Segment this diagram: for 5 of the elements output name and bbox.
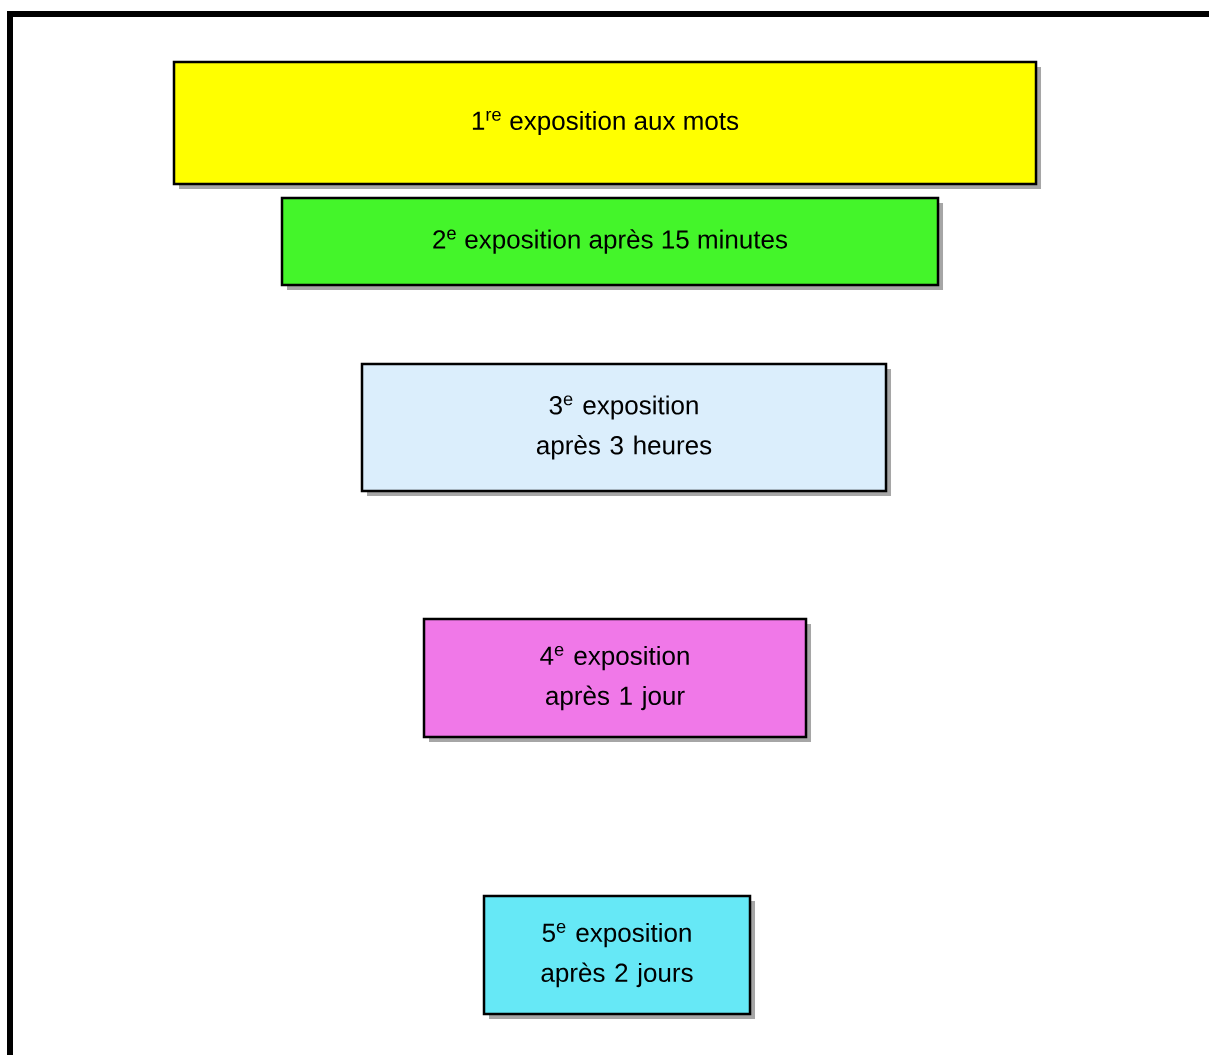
stage-box: 3$^{e}$ exposition après 3 heures [360,362,891,496]
stage-box: 4$^{e}$ exposition après 1 jour [422,617,811,742]
stage-box: 1$^{re}$ exposition aux mots [172,60,1041,189]
stage-box: 5$^{e}$ exposition après 2 jours [482,894,755,1019]
stage-box: 2$^{e}$ exposition après 15 minutes [280,196,943,290]
